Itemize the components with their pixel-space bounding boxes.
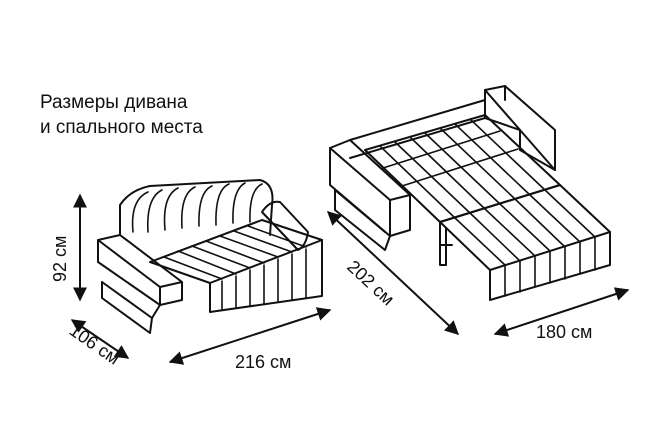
backrest-ribs <box>131 182 263 233</box>
bed-width-arrow <box>493 287 630 337</box>
title-line-2: и спального места <box>40 117 203 138</box>
left-dimension-lines <box>70 193 332 365</box>
diagram-title: Размеры дивана и спального места <box>40 90 203 140</box>
bed-length-label: 202 см <box>343 256 398 309</box>
bed-width-label: 180 см <box>536 322 592 342</box>
sofa-front <box>209 239 323 313</box>
bed-length-arrow <box>326 211 460 335</box>
upper-mattress-ribs <box>379 118 546 219</box>
width-arrow <box>168 307 332 365</box>
unfolded-sofa-drawing <box>329 85 611 301</box>
width-label: 216 см <box>235 352 291 372</box>
lower-mattress-ribs <box>454 189 596 266</box>
sofa-backrest <box>119 179 274 236</box>
depth-label: 106 см <box>66 320 124 369</box>
depth-arrow <box>70 319 130 359</box>
sofa-left-armrest <box>97 234 183 306</box>
right-dimension-lines <box>326 211 630 337</box>
title-line-1: Размеры дивана <box>40 92 188 113</box>
front-ribs <box>221 248 307 311</box>
bed-right-armrest <box>484 85 556 171</box>
height-label: 92 см <box>50 236 70 282</box>
sofa-pillow <box>261 200 309 251</box>
seat-ribs <box>163 225 307 280</box>
bed-support-leg <box>439 221 447 266</box>
folded-sofa-drawing <box>97 179 323 334</box>
